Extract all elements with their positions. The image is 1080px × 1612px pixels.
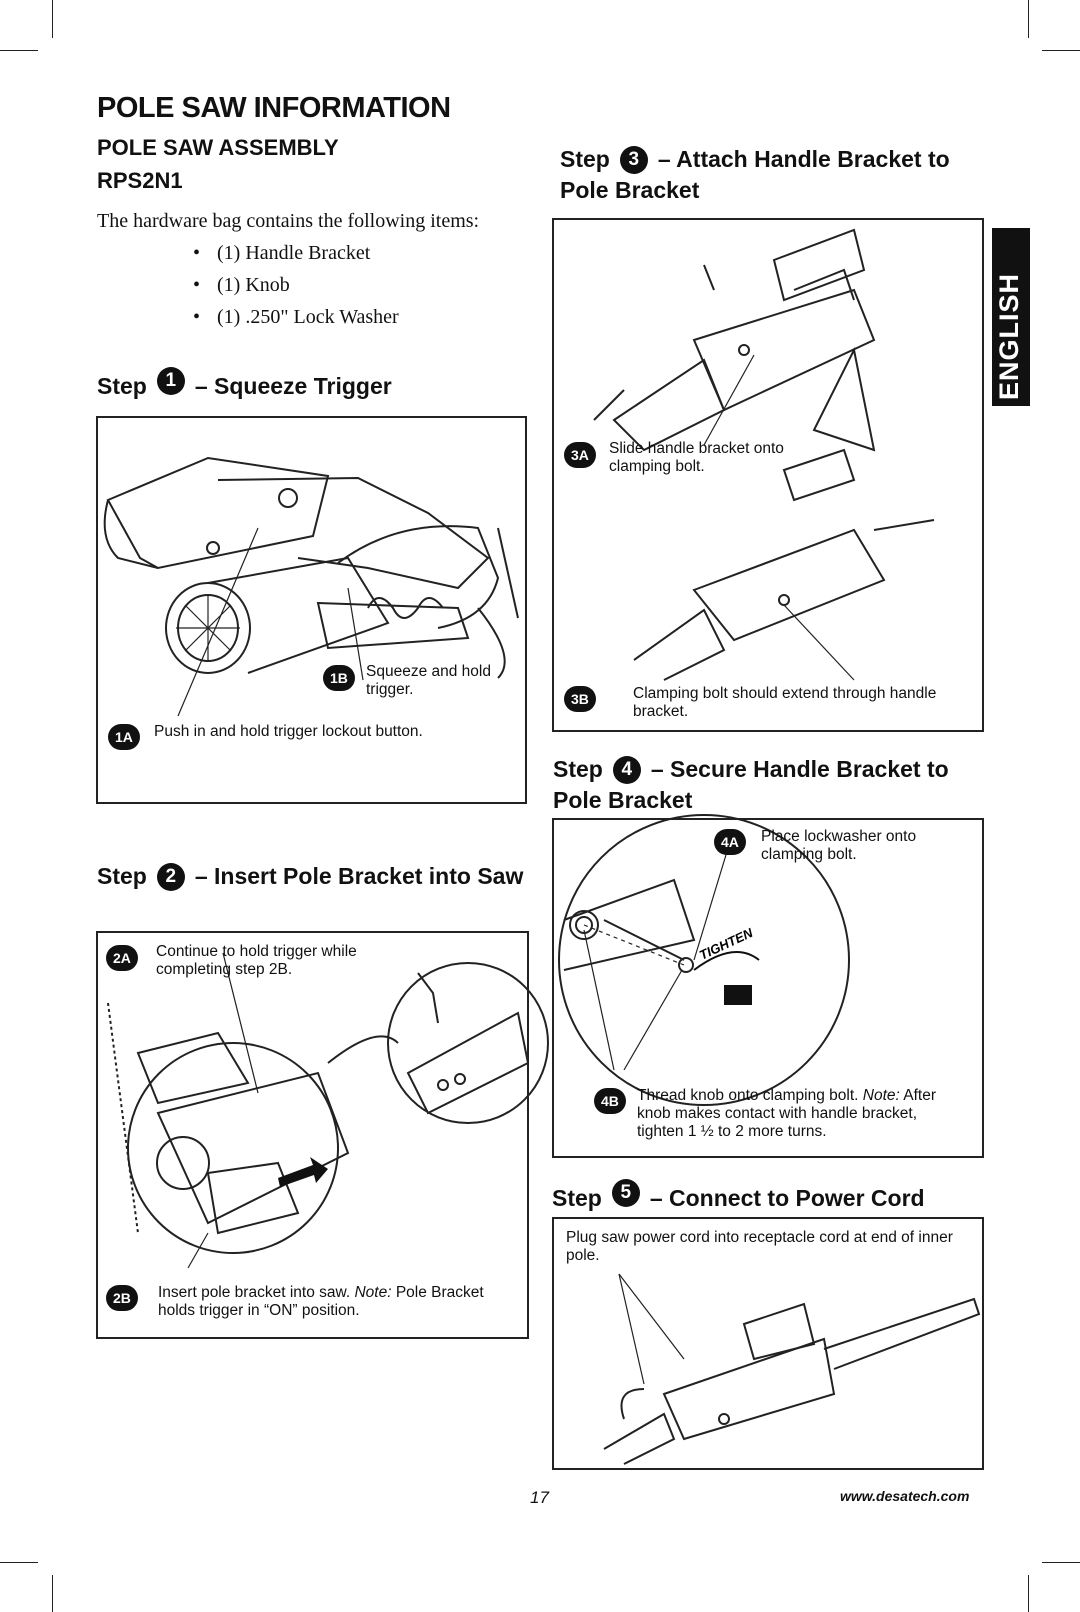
list-item: •(1) Knob <box>193 274 290 296</box>
callout-badge: 4A <box>714 829 746 855</box>
step-4-figure: TIGHTEN 4A Place lockwasher onto clampin… <box>552 814 984 1158</box>
callout-badge: 1A <box>108 724 140 750</box>
step-1-figure: 1B Squeeze and hold trigger. 1A Push in … <box>96 416 527 804</box>
list-item: •(1) .250" Lock Washer <box>193 306 399 328</box>
step-5-figure: Plug saw power cord into receptacle cord… <box>552 1217 984 1470</box>
page-number: 17 <box>530 1488 549 1507</box>
step-number-icon: 5 <box>611 1179 640 1207</box>
step-number-icon: 2 <box>156 863 185 891</box>
knob-tighten-illustration: TIGHTEN <box>558 814 850 1106</box>
step-3-figure: 3A Slide handle bracket onto clamping bo… <box>552 218 984 732</box>
callout-badge: 1B <box>323 665 355 691</box>
hardware-list: •(1) Handle Bracket •(1) Knob •(1) .250"… <box>193 242 399 338</box>
callout-text: Insert pole bracket into saw. Note: Pole… <box>158 1284 484 1319</box>
callout-badge: 4B <box>594 1088 626 1114</box>
pole-bracket-insert-illustration <box>107 952 549 1269</box>
model-number: RPS2N1 <box>97 168 183 193</box>
crop-mark <box>1042 1562 1080 1563</box>
callout-text: Thread knob onto clamping bolt. Note: Af… <box>637 1087 937 1140</box>
callout-text: Squeeze and hold trigger. <box>366 663 491 698</box>
website-link[interactable]: www.desatech.com <box>840 1488 970 1504</box>
section-heading: POLE SAW ASSEMBLY <box>97 135 339 160</box>
crop-mark <box>1028 0 1029 38</box>
crop-mark <box>0 50 38 51</box>
callout-badge: 2A <box>106 945 138 971</box>
crop-mark <box>1028 1575 1029 1612</box>
callout-text: Plug saw power cord into receptacle cord… <box>566 1229 953 1264</box>
crop-mark <box>0 1562 38 1563</box>
tighten-label: TIGHTEN <box>697 925 756 963</box>
handle-bracket-attach-illustration <box>593 228 935 681</box>
pole-saw-trigger-illustration <box>103 456 519 717</box>
hardware-intro: The hardware bag contains the following … <box>97 210 480 232</box>
crop-mark <box>1042 50 1080 51</box>
step-number-icon: 3 <box>619 146 648 174</box>
step-2-figure: 2A Continue to hold trigger while comple… <box>96 931 549 1339</box>
callout-badge: 3B <box>564 686 596 712</box>
power-cord-connection-illustration <box>603 1273 981 1465</box>
step-number-icon: 4 <box>612 756 641 784</box>
list-item: •(1) Handle Bracket <box>193 242 371 264</box>
callout-text: Continue to hold trigger while completin… <box>156 943 357 978</box>
callout-text: Push in and hold trigger lockout button. <box>154 723 423 740</box>
crop-mark <box>52 1575 53 1612</box>
callout-text: Place lockwasher onto clamping bolt. <box>761 828 917 863</box>
callout-text: Clamping bolt should extend through hand… <box>633 685 937 720</box>
callout-badge: 2B <box>106 1285 138 1311</box>
page-title: POLE SAW INFORMATION <box>97 92 451 124</box>
callout-text: Slide handle bracket onto clamping bolt. <box>609 440 784 475</box>
language-tab: ENGLISH <box>992 228 1030 406</box>
step-number-icon: 1 <box>156 367 185 395</box>
callout-badge: 3A <box>564 442 596 468</box>
crop-mark <box>52 0 53 38</box>
